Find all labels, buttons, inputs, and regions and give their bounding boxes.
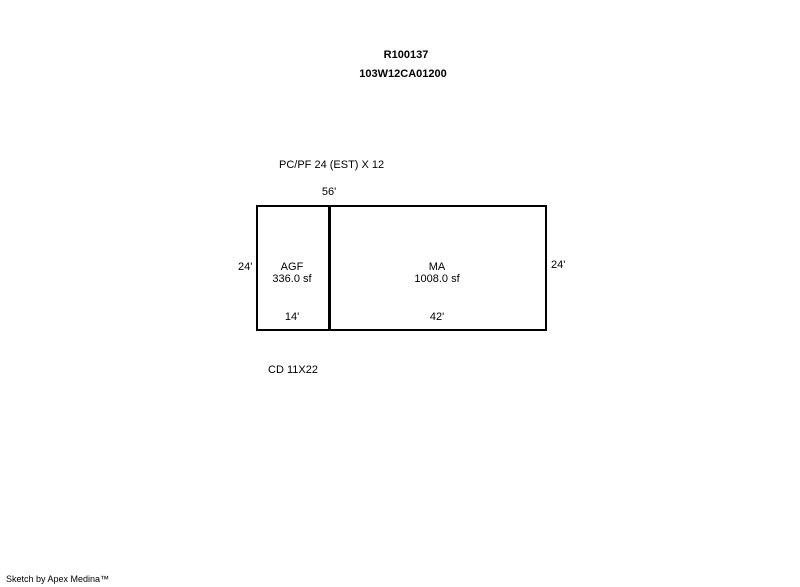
room-ma-area: 1008.0 sf xyxy=(414,273,460,285)
room-ma-label: MA 1008.0 sf xyxy=(414,261,459,285)
deck-annotation: CD 11X22 xyxy=(268,364,318,376)
dimension-left-height: 24' xyxy=(238,261,253,273)
dimension-top-width: 56' xyxy=(321,186,337,198)
porch-annotation: PC/PF 24 (EST) X 12 xyxy=(279,159,385,171)
room-agf-area: 336.0 sf xyxy=(272,273,312,285)
dimension-right-height: 24' xyxy=(551,259,566,271)
parcel-id: R100137 xyxy=(383,49,429,61)
map-id: 103W12CA01200 xyxy=(359,68,447,80)
dimension-ma-width: 42' xyxy=(429,311,445,323)
room-ma xyxy=(328,205,547,331)
room-ma-code: MA xyxy=(428,261,446,273)
dimension-agf-width: 14' xyxy=(284,311,300,323)
sketch-credit: Sketch by Apex Medina™ xyxy=(6,574,110,584)
room-agf-label: AGF 336.0 sf xyxy=(272,261,311,285)
room-agf-code: AGF xyxy=(280,261,304,273)
room-agf xyxy=(256,205,331,331)
